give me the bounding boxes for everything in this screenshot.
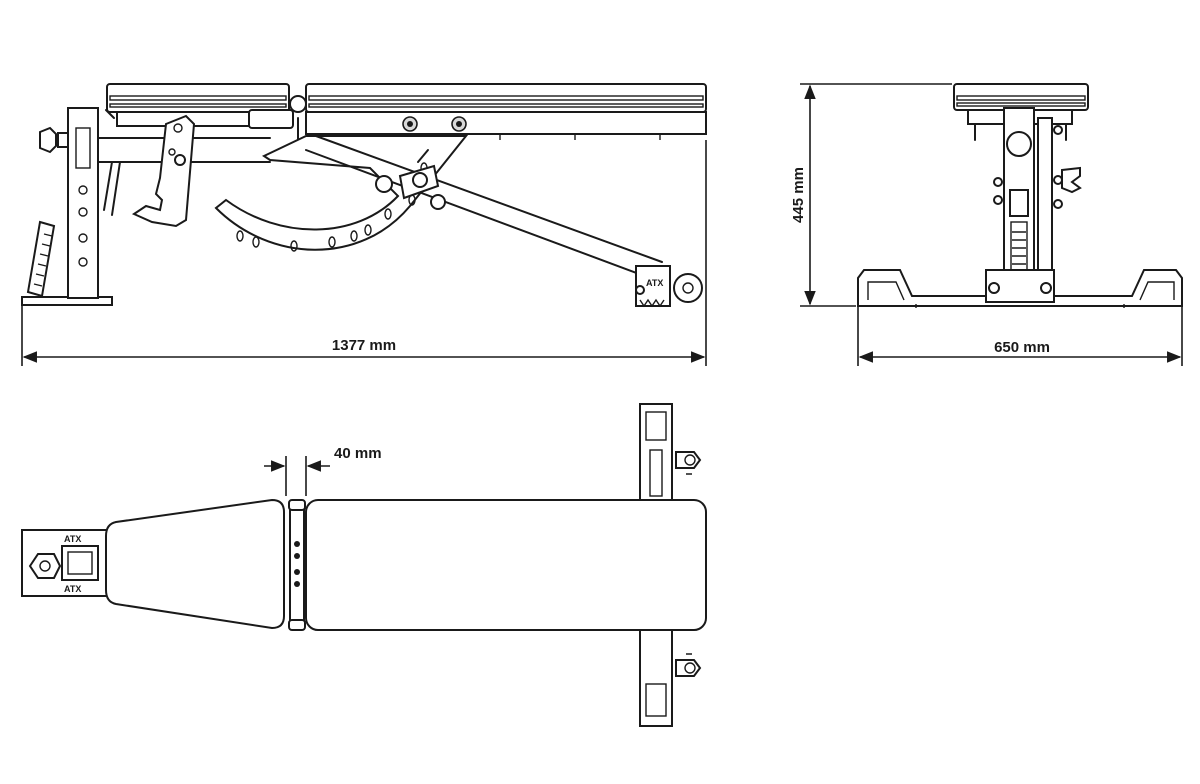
front-upright (21, 107, 115, 306)
front-upright-post (993, 107, 1035, 299)
strut-logo: ATX (646, 278, 663, 288)
height-dimension-label: 445 mm (790, 167, 807, 223)
side-view: ATX 1377 mm (21, 83, 707, 366)
support-strut (305, 135, 703, 308)
strut-pivot (375, 149, 446, 210)
top-logo-lower: ATX (64, 584, 81, 594)
top-hinge-strip (288, 499, 306, 631)
seat-lever (131, 114, 196, 228)
length-dimension: 1377 mm (21, 140, 707, 366)
gap-dimension: 40 mm (264, 445, 382, 496)
front-base (857, 269, 1183, 308)
gap-dimension-label: 40 mm (334, 445, 382, 462)
top-front-plate: ATX ATX (21, 529, 111, 597)
width-dimension-label: 650 mm (994, 339, 1050, 356)
height-dimension: 445 mm (790, 83, 952, 307)
top-seat-pad (105, 498, 285, 630)
front-side-bracket (1037, 117, 1082, 279)
ladder-handle (26, 220, 56, 298)
length-dimension-label: 1377 mm (332, 337, 396, 354)
seat-pad (106, 83, 294, 129)
pop-pin-knob (39, 126, 69, 154)
backrest-pad (305, 83, 707, 140)
top-view: ATX ATX 40 mm (21, 403, 707, 727)
top-backrest-pad (305, 499, 707, 631)
front-view: 445 mm 650 mm (790, 83, 1183, 366)
top-logo-upper: ATX (64, 534, 81, 544)
adjustment-arc (214, 135, 469, 252)
width-dimension: 650 mm (857, 306, 1183, 366)
